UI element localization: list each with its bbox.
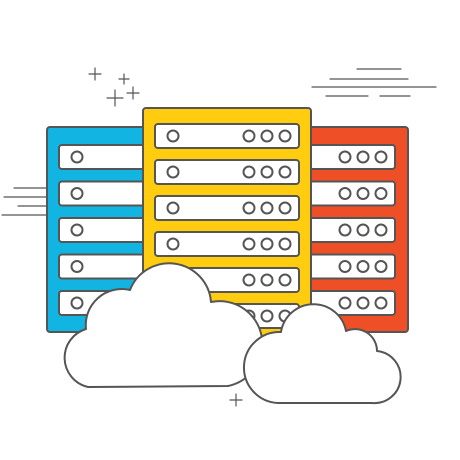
status-led [166, 165, 180, 179]
status-led [70, 150, 84, 164]
status-led [338, 296, 352, 310]
status-led [242, 129, 256, 143]
status-led [278, 129, 292, 143]
rack-slot [154, 123, 300, 149]
status-led [260, 273, 274, 287]
status-led [356, 150, 370, 164]
status-led [374, 223, 388, 237]
status-led [260, 129, 274, 143]
cloud-large-icon [63, 262, 264, 388]
cloud-small-icon [242, 303, 402, 405]
status-led [338, 187, 352, 200]
speed-lines-top-right-icon [311, 68, 437, 97]
status-led [242, 201, 256, 215]
rack-slot [154, 195, 300, 221]
status-led [260, 237, 274, 251]
status-led [374, 150, 388, 164]
status-led [374, 296, 388, 310]
status-led [70, 187, 84, 200]
status-led [338, 223, 352, 237]
status-led [338, 260, 352, 273]
status-led [70, 296, 84, 310]
status-led [260, 309, 274, 323]
rack-slot [154, 231, 300, 257]
status-led [356, 187, 370, 200]
status-led [278, 201, 292, 215]
status-led [166, 129, 180, 143]
status-led [166, 201, 180, 215]
status-led [260, 201, 274, 215]
status-led [356, 296, 370, 310]
status-led [242, 165, 256, 179]
status-led [70, 223, 84, 237]
status-led [356, 260, 370, 273]
status-led [278, 165, 292, 179]
status-led [278, 237, 292, 251]
status-led [242, 273, 256, 287]
speed-lines-left-icon [1, 187, 49, 216]
status-led [356, 223, 370, 237]
status-led [374, 187, 388, 200]
sparkle-icon [88, 67, 140, 107]
status-led [242, 237, 256, 251]
status-led [166, 237, 180, 251]
rack-slot [154, 159, 300, 185]
sparkle-bottom-icon [229, 393, 243, 407]
status-led [338, 150, 352, 164]
status-led [374, 260, 388, 273]
status-led [278, 273, 292, 287]
status-led [260, 165, 274, 179]
status-led [70, 260, 84, 273]
